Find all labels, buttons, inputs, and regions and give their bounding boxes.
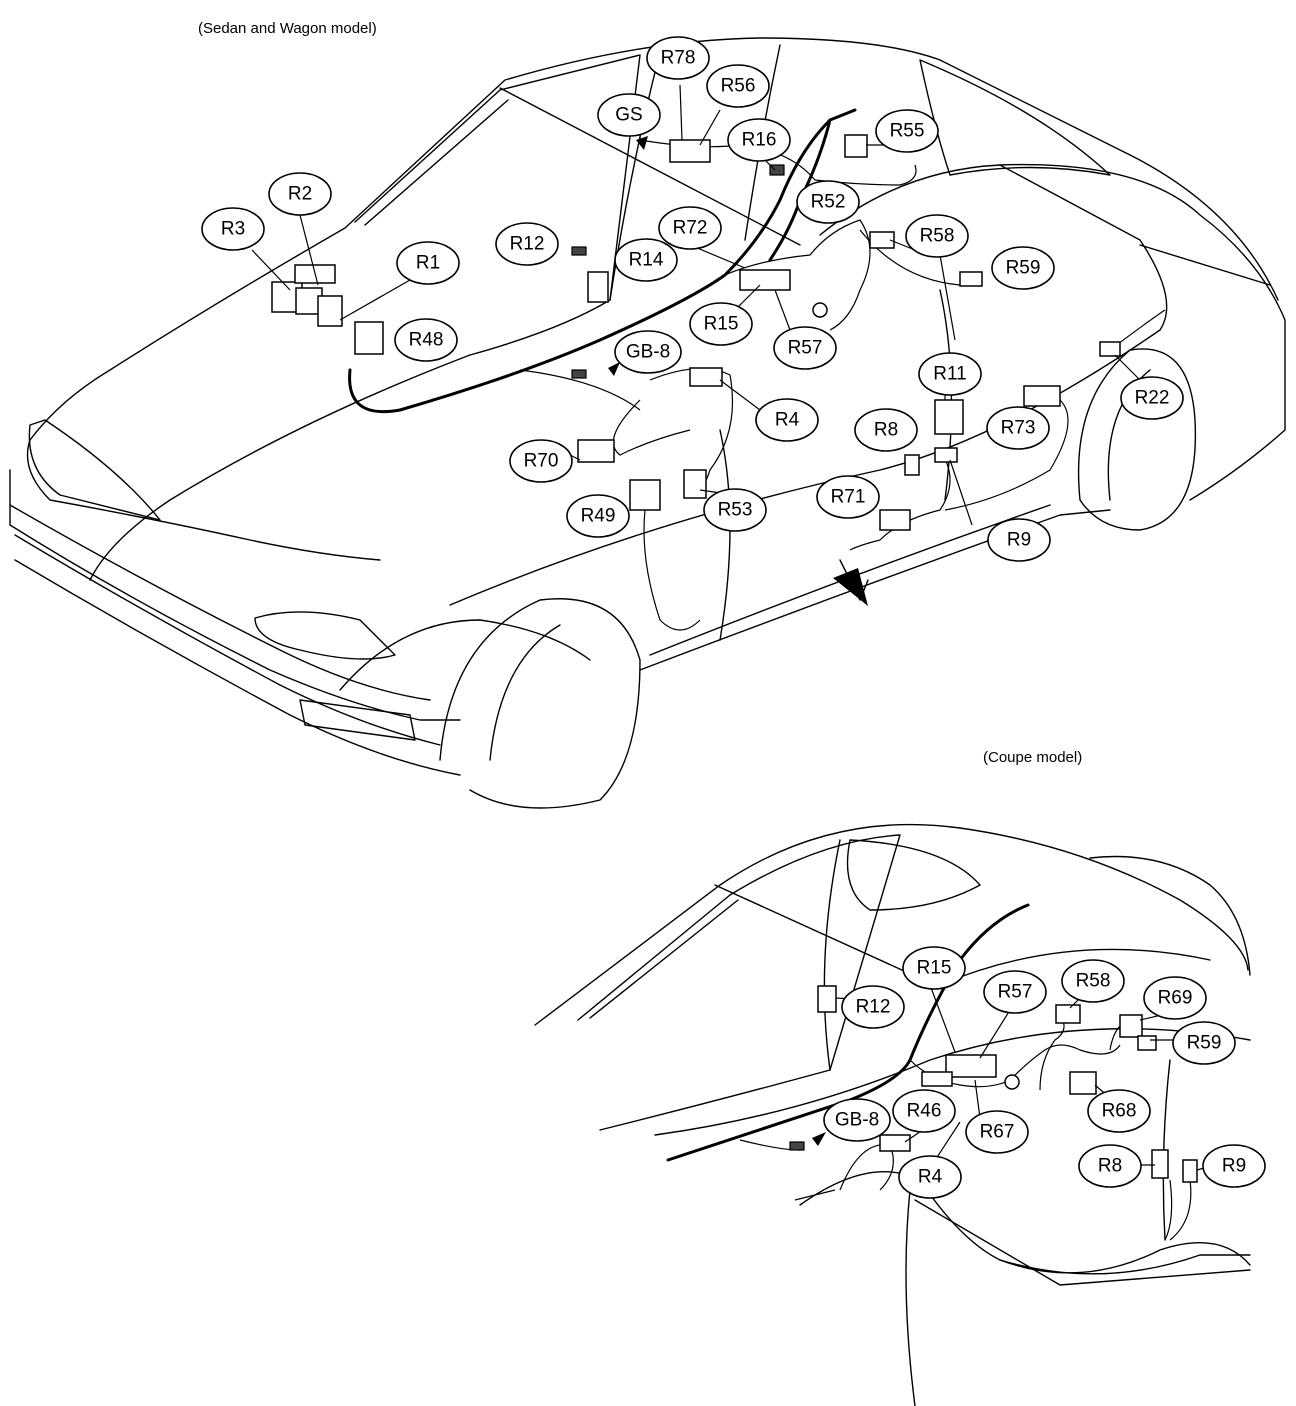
connector-label: R3 xyxy=(221,219,245,240)
connector-label: R4 xyxy=(918,1167,943,1188)
connector-label: R70 xyxy=(524,451,559,472)
connector-label: R12 xyxy=(856,997,891,1018)
connector-label: R69 xyxy=(1158,988,1193,1009)
callout-coupe-r12: R12 xyxy=(841,985,905,1029)
connector-label: R73 xyxy=(1001,418,1036,439)
connector-label: R68 xyxy=(1102,1101,1137,1122)
callout-coupe-r69: R69 xyxy=(1143,976,1207,1020)
callout-coupe-r67: R67 xyxy=(965,1110,1029,1154)
connector-label: R16 xyxy=(742,130,777,151)
connector-label: R1 xyxy=(416,253,440,274)
connector-label: R11 xyxy=(933,364,966,385)
callout-r12: R12 xyxy=(495,222,559,266)
callout-r59: R59 xyxy=(991,246,1055,290)
callout-coupe-r58: R58 xyxy=(1061,959,1125,1003)
callout-coupe-r4: R4 xyxy=(898,1155,962,1199)
sedan-wagon-caption: (Sedan and Wagon model) xyxy=(198,20,377,37)
callout-r9: R9 xyxy=(987,518,1051,562)
callout-r56: R56 xyxy=(706,64,770,108)
connector-label: GS xyxy=(615,105,642,126)
connector-label: R15 xyxy=(704,314,739,335)
sedan-car-body xyxy=(9,37,1286,809)
connector-label: R8 xyxy=(874,420,898,441)
callout-coupe-r59: R59 xyxy=(1172,1021,1236,1065)
connector-label: R55 xyxy=(890,121,925,142)
callout-r48: R48 xyxy=(394,318,458,362)
callout-r22: R22 xyxy=(1120,376,1184,420)
callout-coupe-r9: R9 xyxy=(1202,1144,1266,1188)
callout-r3: R3 xyxy=(201,207,265,251)
connector-label: R9 xyxy=(1007,530,1031,551)
callout-coupe-r68: R68 xyxy=(1087,1089,1151,1133)
callout-r70: R70 xyxy=(509,439,573,483)
callout-r1: R1 xyxy=(396,241,460,285)
callout-gs: GS xyxy=(597,93,661,137)
connector-label: GB-8 xyxy=(835,1110,879,1131)
callout-r78: R78 xyxy=(646,36,710,80)
callout-r14: R14 xyxy=(614,238,678,282)
connector-label: R71 xyxy=(831,487,866,508)
callout-r11: R11 xyxy=(918,352,982,396)
callout-r15: R15 xyxy=(689,302,753,346)
connector-label: R53 xyxy=(718,500,753,521)
connector-label: R58 xyxy=(1076,971,1111,992)
callout-coupe-r8: R8 xyxy=(1078,1144,1142,1188)
callout-r53: R53 xyxy=(703,488,767,532)
ground-arrow-icon xyxy=(812,1132,826,1146)
callout-r72: R72 xyxy=(658,206,722,250)
callout-coupe-r57: R57 xyxy=(983,970,1047,1014)
connector-label: R78 xyxy=(661,48,696,69)
callout-r58: R58 xyxy=(905,214,969,258)
connector-label: R59 xyxy=(1006,258,1041,279)
connector-label: R49 xyxy=(581,506,616,527)
callout-r4: R4 xyxy=(755,398,819,442)
connector-label: R59 xyxy=(1187,1033,1222,1054)
callout-r52: R52 xyxy=(796,180,860,224)
connector-label: R67 xyxy=(980,1122,1015,1143)
coupe-caption: (Coupe model) xyxy=(983,749,1082,766)
connector-label: R72 xyxy=(673,218,708,239)
callout-gb8: GB-8 xyxy=(614,330,682,374)
callout-r71: R71 xyxy=(816,475,880,519)
connector-label: R15 xyxy=(917,958,952,979)
connector-label: R8 xyxy=(1098,1156,1122,1177)
connector-label: R4 xyxy=(775,410,800,431)
connector-label: R12 xyxy=(510,234,545,255)
callout-r57: R57 xyxy=(773,326,837,370)
callout-coupe-r15: R15 xyxy=(902,946,966,990)
sedan-wiring-harness xyxy=(251,84,1166,631)
connector-label: R46 xyxy=(907,1101,942,1122)
connector-label: R57 xyxy=(788,338,823,359)
ground-arrow-icon xyxy=(636,136,648,150)
callout-r2: R2 xyxy=(268,172,332,216)
connector-label: R22 xyxy=(1135,388,1170,409)
connector-label: R52 xyxy=(811,192,846,213)
connector-label: R57 xyxy=(998,982,1033,1003)
ground-arrow-icon xyxy=(608,362,620,376)
connector-label: R14 xyxy=(629,250,664,271)
callout-r49: R49 xyxy=(566,494,630,538)
connector-label: R9 xyxy=(1222,1156,1246,1177)
connector-label: R56 xyxy=(721,76,756,97)
connector-label: R2 xyxy=(288,184,312,205)
connector-label: R48 xyxy=(409,330,444,351)
callout-r16: R16 xyxy=(727,118,791,162)
callout-r8: R8 xyxy=(854,408,918,452)
connector-label: GB-8 xyxy=(626,342,670,363)
callout-r73: R73 xyxy=(986,406,1050,450)
callout-coupe-r46: R46 xyxy=(892,1089,956,1133)
callout-r55: R55 xyxy=(875,109,939,153)
connector-label: R58 xyxy=(920,226,955,247)
callout-coupe-gb8: GB-8 xyxy=(823,1098,891,1142)
